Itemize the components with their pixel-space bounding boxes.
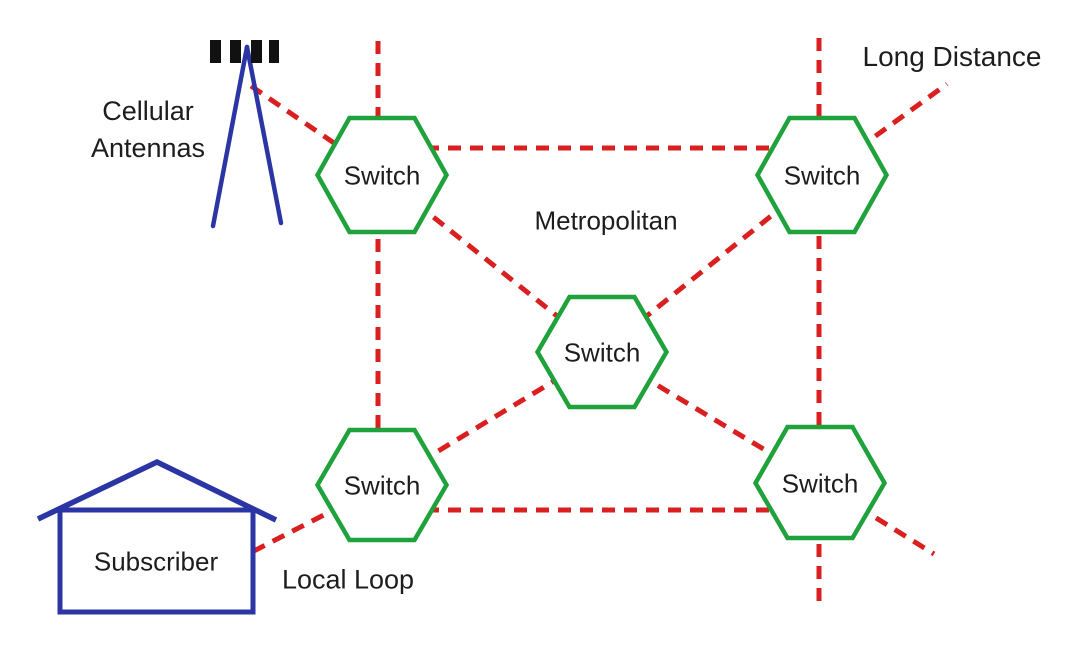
antenna-left-leg (210, 44, 250, 229)
signal-bar-icon (230, 40, 241, 63)
switch-node-top-right-label: Switch (783, 160, 861, 191)
subscriber-label: Subscriber (93, 546, 219, 577)
switch-hexagon-bottom-left (314, 427, 450, 543)
switch-node-bottom-right-label: Switch (781, 468, 859, 499)
switch-hexagon-top-right (754, 115, 890, 235)
antenna-right-leg (244, 44, 284, 226)
switch-node-top-left-label: Switch (343, 160, 421, 191)
local-loop-label: Local Loop (281, 564, 415, 595)
switch-node-bottom-left-label: Switch (343, 470, 421, 501)
signal-bar-icon (269, 40, 279, 63)
long-distance-label: Long Distance (862, 41, 1042, 72)
house-roof (36, 458, 278, 523)
metropolitan-label: Metropolitan (534, 205, 678, 236)
cellular-antennas-label: Cellular Antennas (90, 96, 206, 163)
switch-hexagon-bottom-right (752, 424, 888, 541)
switch-node-center-label: Switch (563, 337, 641, 368)
house-body (57, 507, 256, 615)
cellular-antenna-icon (210, 40, 284, 229)
switch-hexagon-center (534, 294, 670, 410)
signal-bar-icon (251, 40, 262, 63)
subscriber-house-icon (36, 458, 278, 615)
switch-hexagon-top-left (314, 115, 450, 235)
signal-bar-icon (210, 40, 221, 63)
switch-nodes (314, 115, 890, 543)
